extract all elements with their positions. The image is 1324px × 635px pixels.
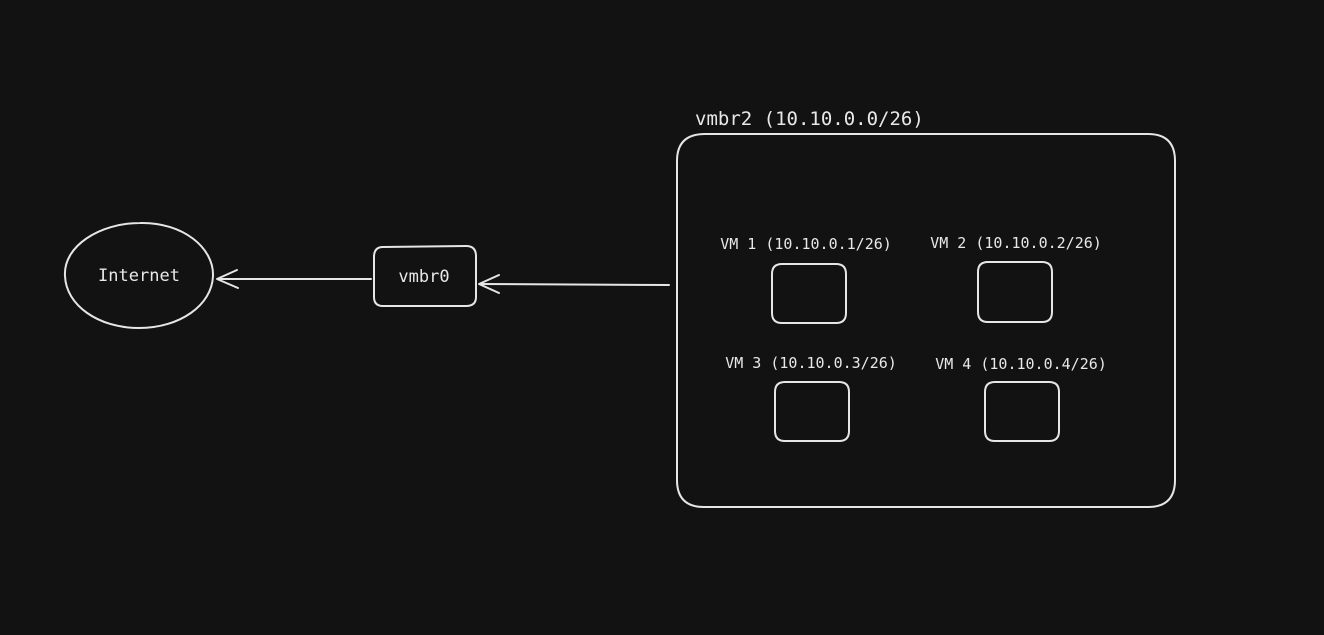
vm-3-box	[774, 381, 850, 442]
vmbr2-label: vmbr2 (10.10.0.0/26)	[695, 108, 924, 130]
vmbr0-label: vmbr0	[398, 267, 449, 287]
arrow-head	[478, 274, 500, 294]
vmbr2-group: vmbr2 (10.10.0.0/26) VM 1 (10.10.0.1/26)…	[676, 108, 1176, 508]
vm-2-box	[977, 261, 1053, 323]
vmbr2-container	[676, 133, 1176, 508]
vm-3-label: VM 3 (10.10.0.3/26)	[725, 354, 897, 372]
vm-4-label: VM 4 (10.10.0.4/26)	[935, 355, 1107, 373]
arrow-head	[216, 269, 239, 289]
vm-1-label: VM 1 (10.10.0.1/26)	[720, 235, 892, 253]
vmbr0-node: vmbr0	[373, 245, 477, 307]
vm-2: VM 2 (10.10.0.2/26)	[930, 234, 1102, 323]
vmbr0-box	[373, 245, 477, 307]
vm-1: VM 1 (10.10.0.1/26)	[720, 235, 892, 324]
vm-4: VM 4 (10.10.0.4/26)	[935, 355, 1107, 442]
vm-2-label: VM 2 (10.10.0.2/26)	[930, 234, 1102, 252]
vm-4-box	[984, 381, 1060, 442]
internet-node: Internet	[63, 221, 215, 329]
vm-1-box	[771, 263, 847, 324]
arrow-vmbr2-to-vmbr0	[478, 274, 670, 294]
vm-3: VM 3 (10.10.0.3/26)	[725, 354, 897, 442]
arrow-vmbr0-to-internet	[216, 269, 372, 289]
internet-ellipse	[63, 221, 215, 329]
internet-label: Internet	[98, 266, 180, 286]
arrow-line	[479, 283, 670, 286]
